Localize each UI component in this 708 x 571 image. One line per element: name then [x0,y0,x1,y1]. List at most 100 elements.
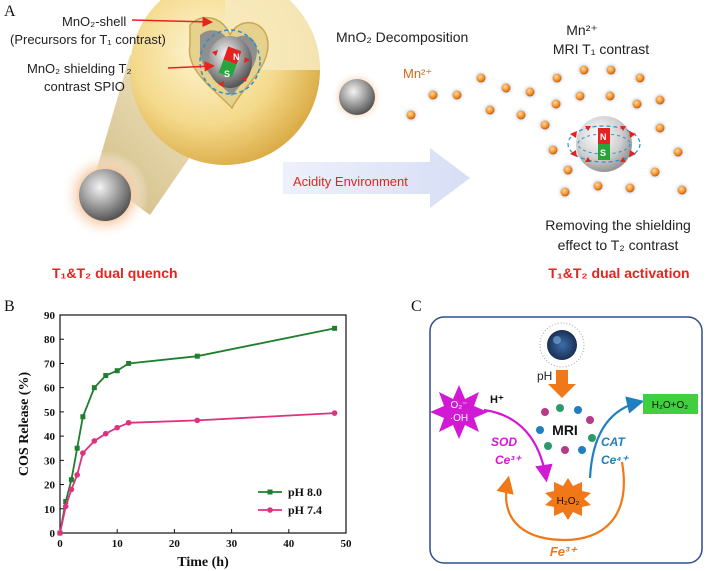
y-tick-label: 40 [44,431,56,443]
removing-label-2: effect to T₂ contrast [558,237,679,253]
ce3-label: Ce³⁺ [495,453,522,467]
x-axis-label: Time (h) [177,555,229,570]
ph-arrow [548,370,576,398]
product-label: H₂O+O₂ [652,400,689,411]
data-point-ph8 [194,353,200,359]
y-tick-label: 30 [44,455,56,467]
y-axis-label: COS Release (%) [17,372,32,477]
y-tick-label: 80 [44,334,56,346]
mn-ions [402,61,691,201]
data-point-ph74 [68,486,75,493]
y-tick-label: 10 [44,504,56,516]
y-tick-label: 0 [50,528,56,540]
cat-label: CAT [601,435,626,449]
data-point-ph8 [80,414,86,420]
data-point-ph74 [102,430,109,437]
panel-c-frame [429,316,703,564]
cutaway-particle: N S [130,0,320,165]
ph-label: pH [537,369,552,383]
ce4-label: Ce⁴⁺ [601,453,629,467]
data-point-ph8 [103,373,109,379]
shell-label-1: MnO₂-shell [62,14,126,29]
data-point-ph8 [126,360,132,366]
data-point-ph8 [63,499,69,505]
big-magnet-n: N [600,132,607,142]
magnet-s-text: S [224,69,230,79]
superoxide-1: O₂⁻ [451,400,468,411]
magnet-n-text: N [233,52,240,62]
y-tick-label: 70 [44,358,56,370]
data-point-ph8 [74,445,80,451]
mri-cluster [536,404,596,454]
data-point-ph74 [57,530,63,536]
x-tick-label: 50 [341,538,353,550]
legend-label: pH 8.0 [288,485,322,499]
x-tick-label: 0 [57,538,63,550]
data-point-ph8 [91,385,97,391]
acidity-label: Acidity Environment [293,174,408,189]
activation-label: T₁&T₂ dual activation [548,265,689,281]
data-point-ph74 [91,438,98,444]
cat-arrow [588,396,645,479]
panel-a-label: A [4,3,16,20]
plot-frame [59,314,347,534]
shield-label-1: MnO₂ shielding T₂ [27,61,132,76]
panel-c-label: C [411,298,422,315]
small-magnet: N S [218,46,242,79]
shield-pointer [167,61,215,72]
x-tick-label: 20 [169,538,181,550]
data-point-ph74 [331,410,338,416]
data-point-ph74 [62,503,69,510]
shell-label-2: (Precursors for T₁ contrast) [10,32,166,47]
removing-label-1: Removing the shielding [545,217,691,233]
shield-label-2: contrast SPIO [44,79,125,94]
data-point-ph74 [194,417,201,424]
quench-label: T₁&T₂ dual quench [52,265,178,281]
legend-marker [267,489,273,495]
decomposing-particle [331,71,383,123]
y-tick-label: 60 [44,383,56,395]
sod-label: SOD [491,435,517,449]
x-tick-label: 40 [283,538,295,550]
data-point-ph74 [114,424,120,431]
h2o2-label: H₂O₂ [557,496,580,507]
mri-label-1: Mn²⁺ [566,22,598,38]
y-tick-label: 20 [44,480,56,492]
mn-ion-label: Mn²⁺ [403,66,432,81]
product-box [643,394,698,414]
fe-cycle-arrow [496,461,625,542]
y-tick-label: 50 [44,407,56,419]
decomposition-label: MnO₂ Decomposition [336,29,468,45]
fe3-label: Fe³⁺ [550,544,579,559]
sod-arrow [483,408,553,483]
activated-particle: N S [567,116,641,172]
shell-pointer [131,16,213,28]
y-tick-label: 90 [44,310,56,322]
h-plus: H⁺ [490,394,504,406]
x-tick-label: 30 [226,538,238,550]
nanoparticle-icon [539,322,585,368]
mri-label-2: MRI T₁ contrast [553,41,649,57]
panel-c: C pH O₂⁻ ·OH H⁺ MRI SOD [411,298,703,564]
intact-particle [61,151,149,239]
x-tick-label: 10 [112,538,124,550]
superoxide-2: ·OH [450,413,468,424]
data-point-ph8 [68,477,74,483]
mri-text: MRI [552,422,578,438]
acidity-arrow [283,148,470,208]
legend-label: pH 7.4 [288,503,322,517]
panel-b-label: B [4,298,15,315]
big-magnet-s: S [600,148,606,158]
data-point-ph8 [114,368,120,374]
data-point-ph8 [332,325,338,331]
superoxide-burst [430,385,488,439]
legend-marker [267,507,273,513]
panel-a: A N S MnO₂-shell (Precursors for T₁ cont… [4,0,691,281]
data-point-ph74 [80,450,86,456]
data-point-ph74 [125,419,132,426]
data-point-ph74 [74,472,80,478]
h2o2-burst [545,478,591,520]
